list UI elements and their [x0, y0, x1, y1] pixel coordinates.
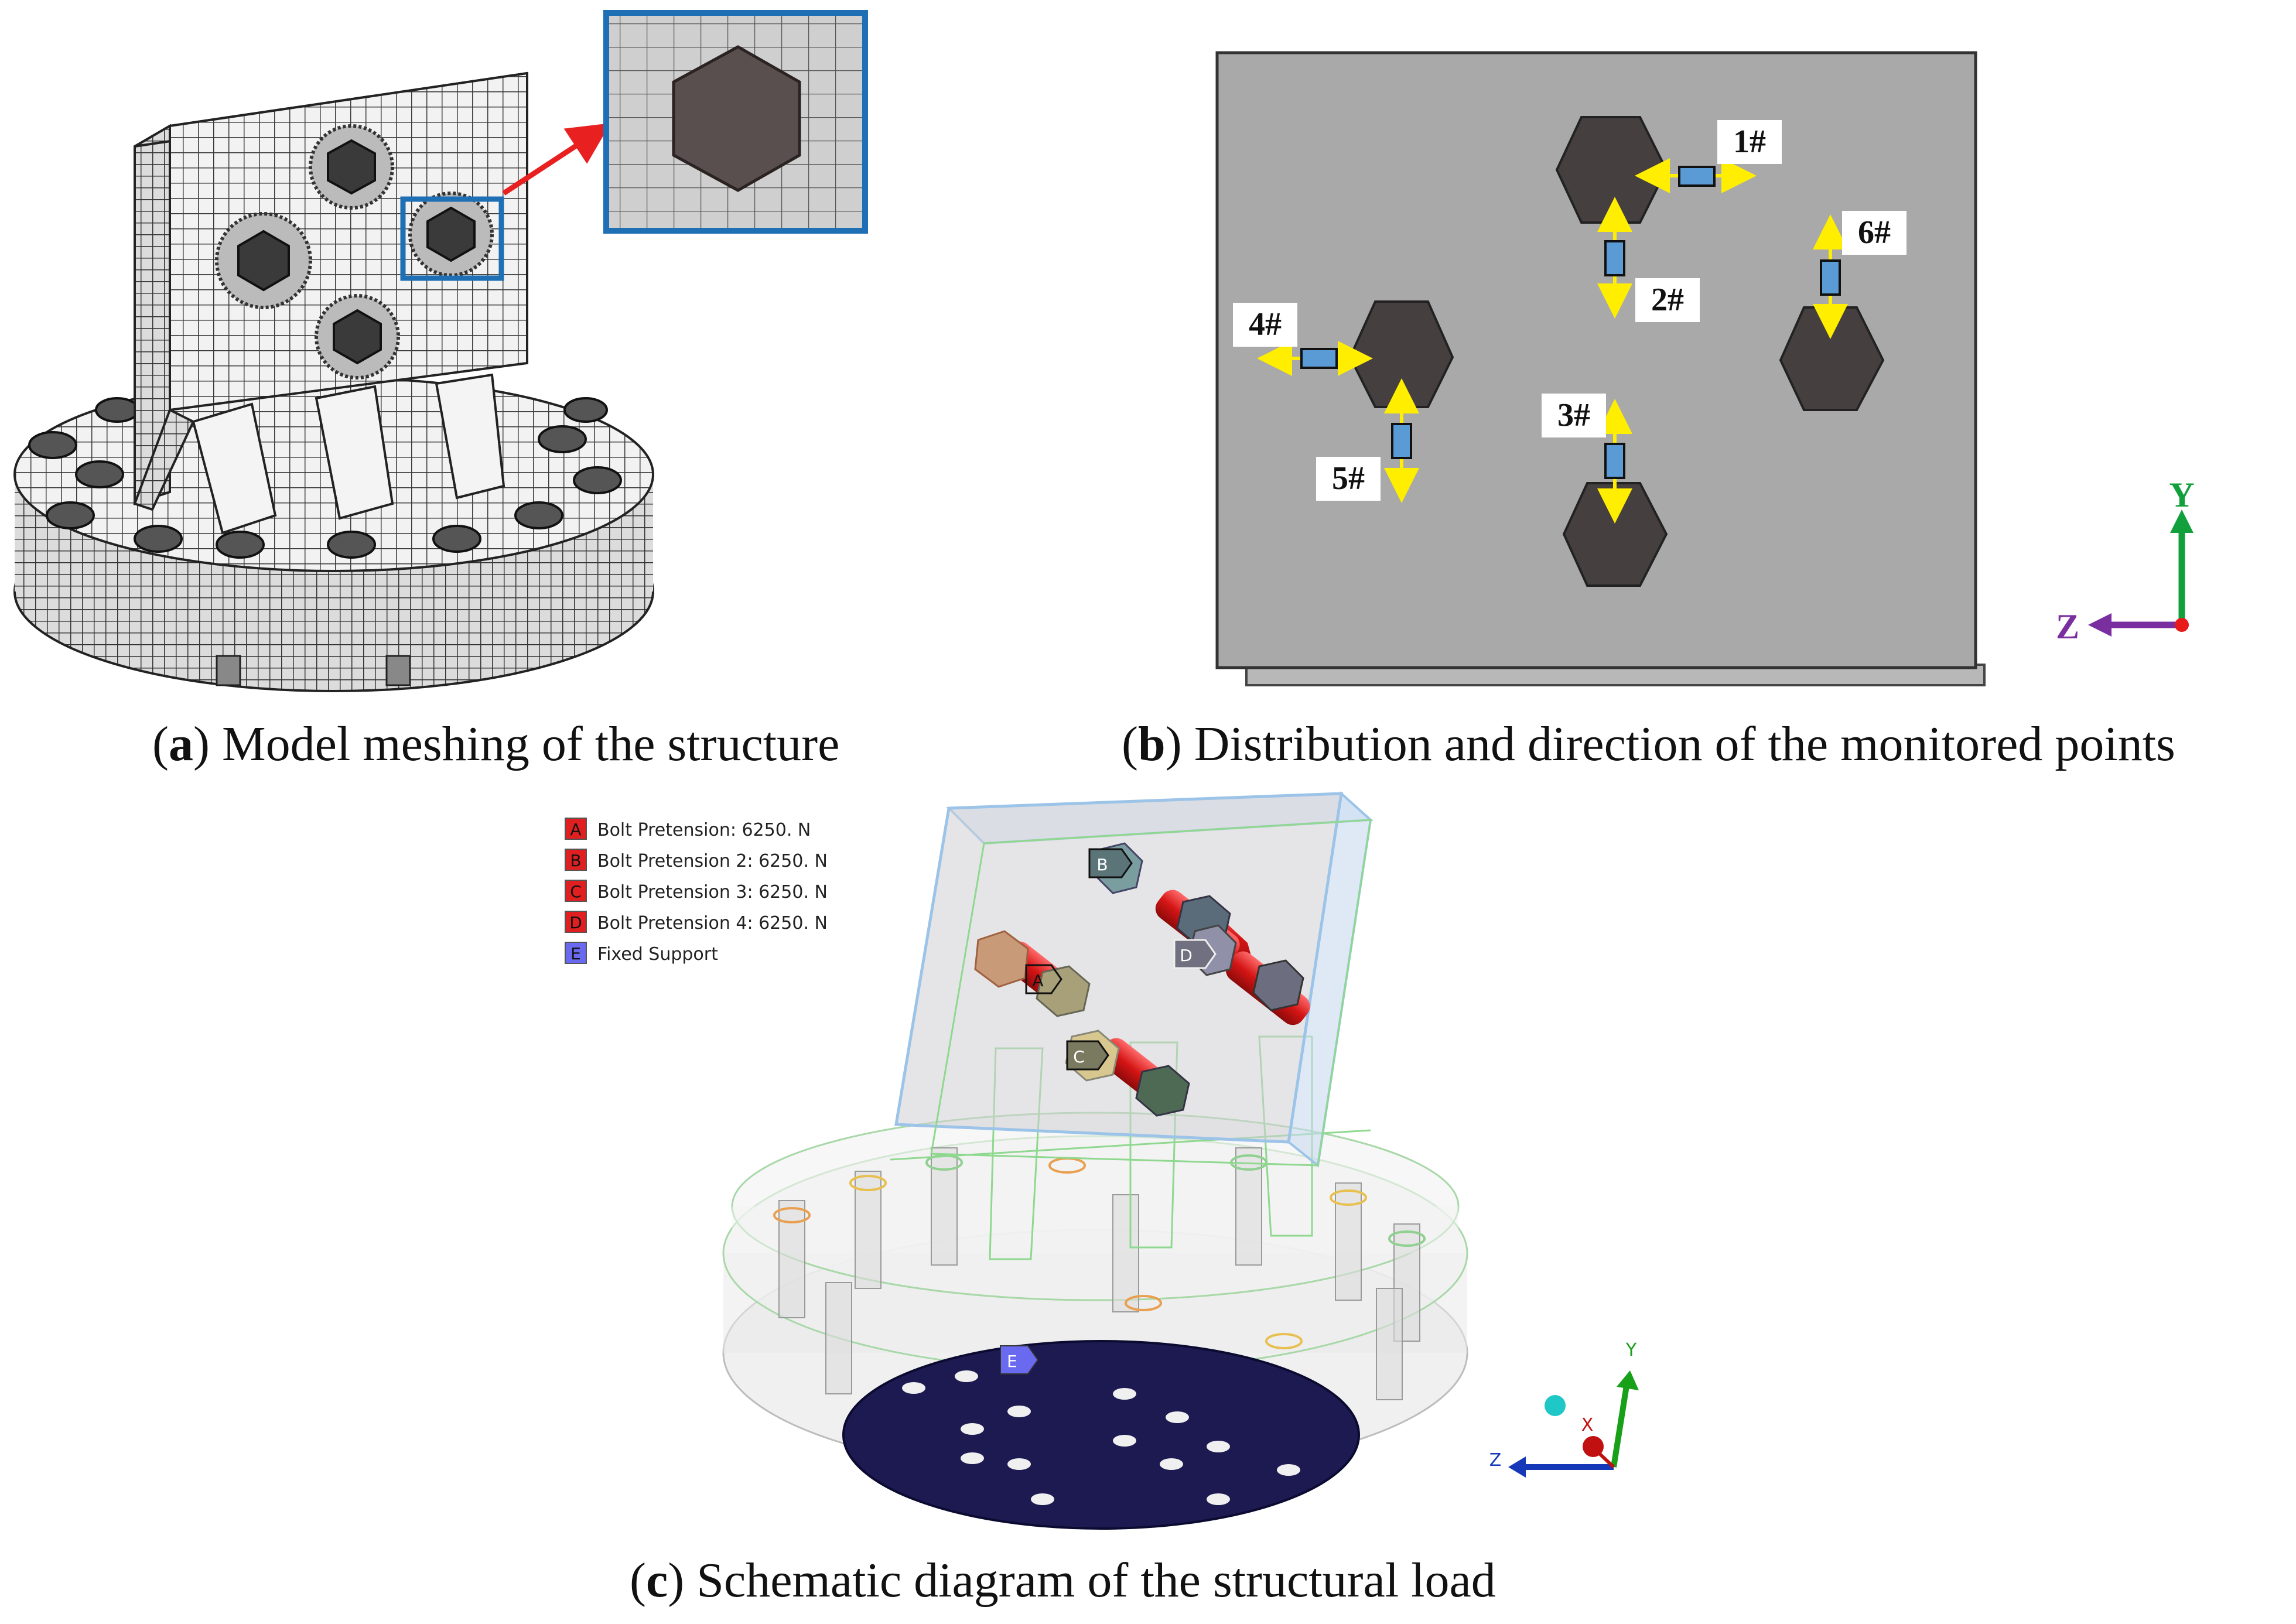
fixed-support-tag: E [1000, 1345, 1039, 1375]
panel-b-gauges [1257, 158, 1848, 524]
svg-text:B: B [1096, 855, 1108, 874]
point-label-6: 6# [1858, 214, 1891, 251]
axis-b-z-label: Z [2056, 607, 2079, 646]
legend-item-a: A Bolt Pretension: 6250. N [565, 818, 811, 840]
caption-a: (a) Model meshing of the structure [152, 717, 840, 771]
tag-b: B [1088, 848, 1133, 878]
fixed-support-face [842, 1340, 1360, 1530]
axis-c-y-label: Y [1625, 1340, 1637, 1360]
panel-c-axis-triad: Y Z X [1489, 1340, 1639, 1478]
legend-item-d: D Bolt Pretension 4: 6250. N [565, 911, 828, 934]
legend: A Bolt Pretension: 6250. N B Bolt Preten… [565, 818, 828, 965]
svg-text:A: A [1032, 971, 1043, 990]
tag-a: A [1025, 964, 1062, 994]
caption-c: (c) Schematic diagram of the structural … [630, 1553, 1496, 1608]
zoom-pointer-arrow [502, 123, 611, 196]
tag-c: C [1066, 1040, 1109, 1071]
zoom-highlight-box [400, 196, 504, 281]
svg-text:D: D [569, 913, 582, 932]
panel-b-monitor-layout: 1# 2# 3# 4# 5# 6# Y Z [1215, 51, 2195, 686]
legend-text-b: Bolt Pretension 2: 6250. N [597, 851, 828, 871]
svg-text:E: E [570, 944, 581, 963]
point-label-2: 2# [1651, 282, 1684, 318]
svg-text:A: A [570, 820, 581, 839]
point-label-5: 5# [1332, 460, 1365, 497]
base-studs [216, 655, 411, 686]
legend-text-e: Fixed Support [597, 944, 718, 965]
svg-text:E: E [1007, 1352, 1017, 1371]
svg-text:C: C [1073, 1047, 1085, 1066]
panel-b-bolt-heads [1348, 116, 1885, 587]
panel-b-point-labels: 1# 2# 3# 4# 5# 6# [1233, 120, 1906, 501]
fixed-support-holes [902, 1370, 1300, 1505]
rib-stiffeners [133, 373, 505, 535]
legend-text-d: Bolt Pretension 4: 6250. N [597, 913, 828, 934]
legend-text-a: Bolt Pretension: 6250. N [597, 820, 811, 840]
plate-bolts [215, 124, 494, 379]
axis-c-z-label: Z [1489, 1450, 1502, 1471]
axis-b-y-label: Y [2169, 476, 2194, 514]
upright-plate [169, 71, 528, 412]
tag-d: D [1173, 939, 1217, 969]
axis-c-x-label: X [1581, 1415, 1594, 1435]
legend-item-e: E Fixed Support [565, 942, 718, 965]
zoom-inset [603, 10, 868, 234]
legend-text-c: Bolt Pretension 3: 6250. N [597, 882, 828, 902]
upright-plate-transparent [894, 791, 1374, 1168]
legend-item-b: B Bolt Pretension 2: 6250. N [565, 849, 828, 871]
svg-text:B: B [570, 851, 581, 870]
legend-item-c: C Bolt Pretension 3: 6250. N [565, 880, 828, 902]
panel-b-axis-triad: Y Z [2056, 476, 2195, 646]
svg-text:D: D [1180, 946, 1193, 965]
point-label-4: 4# [1249, 306, 1282, 343]
svg-text:C: C [570, 882, 582, 901]
panel-c-load-schematic: A Bolt Pretension: 6250. N B Bolt Preten… [565, 791, 1639, 1530]
panel-a-mesh-model [13, 10, 868, 692]
plate-bolt-a [974, 930, 1091, 1017]
caption-b: (b) Distribution and direction of the mo… [1122, 717, 2175, 771]
base-bolts-transparent [778, 1147, 1420, 1400]
load-tags: A B C D [1025, 848, 1217, 1071]
point-label-1: 1# [1733, 124, 1766, 160]
point-label-3: 3# [1557, 397, 1590, 433]
base-bolt-heads [28, 397, 622, 559]
